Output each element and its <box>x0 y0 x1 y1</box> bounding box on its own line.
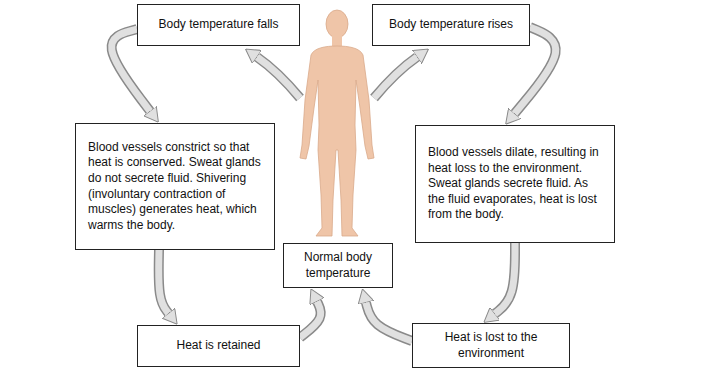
curved-arrow <box>300 302 321 338</box>
arrow-body <box>159 250 169 313</box>
node-text: Body temperature falls <box>146 17 291 33</box>
trigger-box: Body temperature falls <box>137 4 300 46</box>
node-text: Body temperature rises <box>381 17 521 33</box>
arrow-body <box>300 302 321 338</box>
response-box: Blood vessels constrict so that heat is … <box>75 123 275 250</box>
arrow-outline <box>300 302 321 338</box>
node-text: Heat is lost to the environment <box>421 330 561 361</box>
arrow-outline <box>366 303 412 341</box>
human-figure <box>300 10 374 236</box>
curved-arrow <box>495 243 515 314</box>
node-text: Heat is retained <box>146 338 291 354</box>
result-box: Heat is retained <box>137 325 300 367</box>
node-text: Blood vessels dilate, resulting in heat … <box>428 145 602 223</box>
person-arrow <box>374 57 417 98</box>
result-box: Heat is lost to the environment <box>412 323 570 368</box>
curved-arrow <box>159 250 169 313</box>
node-text: Blood vessels constrict so that heat is … <box>88 140 262 234</box>
arrow-outline <box>159 250 169 313</box>
trigger-box: Body temperature rises <box>372 4 530 46</box>
person-arrow <box>257 57 300 98</box>
setpoint-box: Normal body temperature <box>283 243 393 288</box>
response-box: Blood vessels dilate, resulting in heat … <box>415 125 615 243</box>
arrow-body <box>366 303 412 341</box>
node-text: Normal body temperature <box>290 250 386 281</box>
curved-arrow <box>366 303 412 341</box>
arrow-outline <box>495 243 515 314</box>
arrow-body <box>495 243 515 314</box>
